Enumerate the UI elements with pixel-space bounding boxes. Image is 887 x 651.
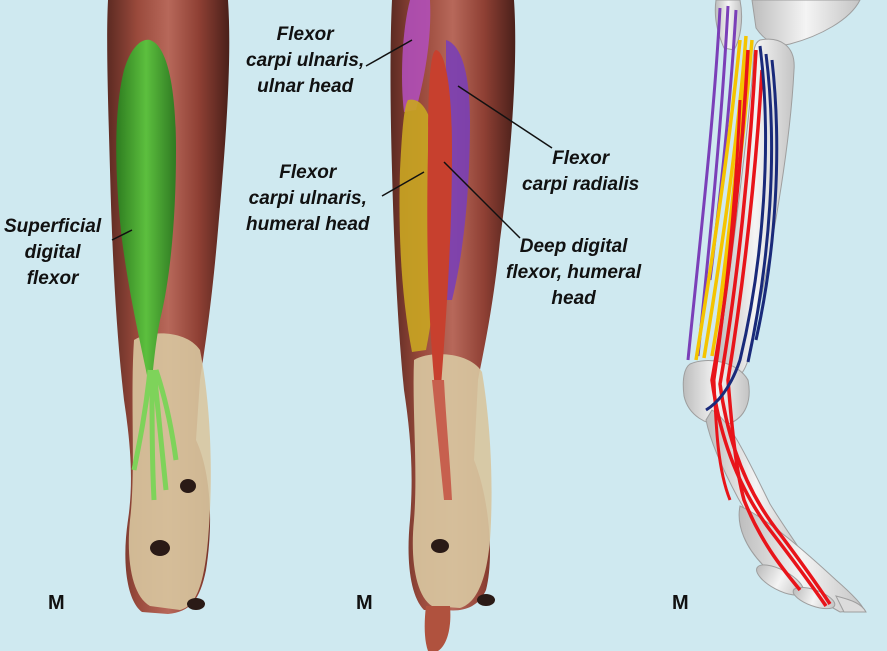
- fcu-ulnar-head: [402, 0, 431, 112]
- label-deep-digital-flexor: Deep digital flexor, humeral head: [506, 236, 642, 309]
- humerus: [751, 0, 861, 46]
- sdf-tendon-2: [149, 369, 157, 501]
- label-fcu-ulnar-head: Flexor carpi ulnaris, ulnar head: [246, 24, 365, 97]
- middle-paw: [412, 354, 492, 608]
- marker-middle: M: [356, 592, 373, 614]
- deep-digital-flexor: [427, 50, 452, 400]
- middle-claw-1: [431, 539, 449, 553]
- ddf-tendon: [432, 380, 452, 500]
- pointer-fcu-humeral: [381, 171, 425, 197]
- model-line-navy-2: [746, 53, 774, 363]
- model-line-navy-3: [754, 59, 779, 341]
- label-superficial-digital-flexor: Superficial digital flexor: [4, 216, 102, 289]
- left-paw: [128, 333, 211, 610]
- model-line-navy-1: [705, 45, 767, 412]
- sdf-tendon-4: [153, 369, 179, 461]
- middle-claw-2: [477, 594, 495, 606]
- pointer-fcu-ulnar: [365, 39, 413, 67]
- left-claw-1: [150, 540, 170, 556]
- pointer-ddf: [443, 161, 521, 239]
- model-line-yellow-1: [694, 39, 742, 361]
- label-flexor-carpi-radialis: Flexor carpi radialis: [522, 148, 640, 195]
- marker-right: M: [672, 592, 689, 614]
- model-line-red-4: [712, 99, 742, 501]
- middle-forearm-tip: [424, 606, 451, 651]
- sdf-tendon-1: [131, 369, 153, 471]
- model-line-purple-1: [686, 7, 722, 361]
- left-claw-2: [180, 479, 196, 493]
- left-pointer-line: [111, 229, 133, 241]
- claw-right: [835, 595, 867, 613]
- middle-limb-dissection: [365, 0, 553, 651]
- marker-left: M: [48, 592, 65, 614]
- sdf-tendon-3: [151, 369, 169, 491]
- label-fcu-humeral-head: Flexor carpi ulnaris, humeral head: [246, 162, 370, 235]
- skeleton-muscle-model: [682, 0, 867, 613]
- pointer-fcr: [457, 85, 553, 149]
- superficial-digital-flexor: [116, 39, 176, 380]
- left-limb-dissection: [107, 0, 230, 614]
- model-line-red-2: [718, 49, 832, 605]
- left-claw-3: [187, 598, 205, 610]
- model-line-red-3: [726, 69, 802, 592]
